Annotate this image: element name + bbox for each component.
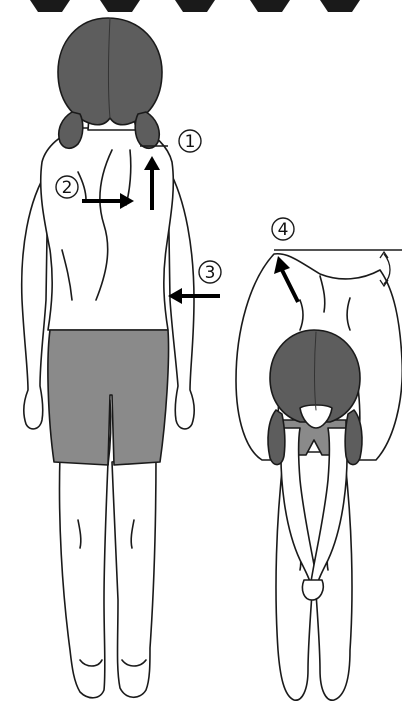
marker-3-label: 3 — [205, 263, 216, 283]
standing-torso — [41, 128, 174, 330]
standing-legs — [59, 455, 156, 698]
standing-figure — [22, 18, 194, 698]
marker-2-label: 2 — [62, 178, 73, 198]
bending-head — [268, 330, 362, 465]
bending-figure — [236, 254, 402, 700]
marker-1-label: 1 — [185, 132, 196, 152]
top-crop-pattern — [30, 0, 360, 12]
marker-4-label: 4 — [278, 220, 289, 240]
standing-shorts — [48, 330, 169, 465]
